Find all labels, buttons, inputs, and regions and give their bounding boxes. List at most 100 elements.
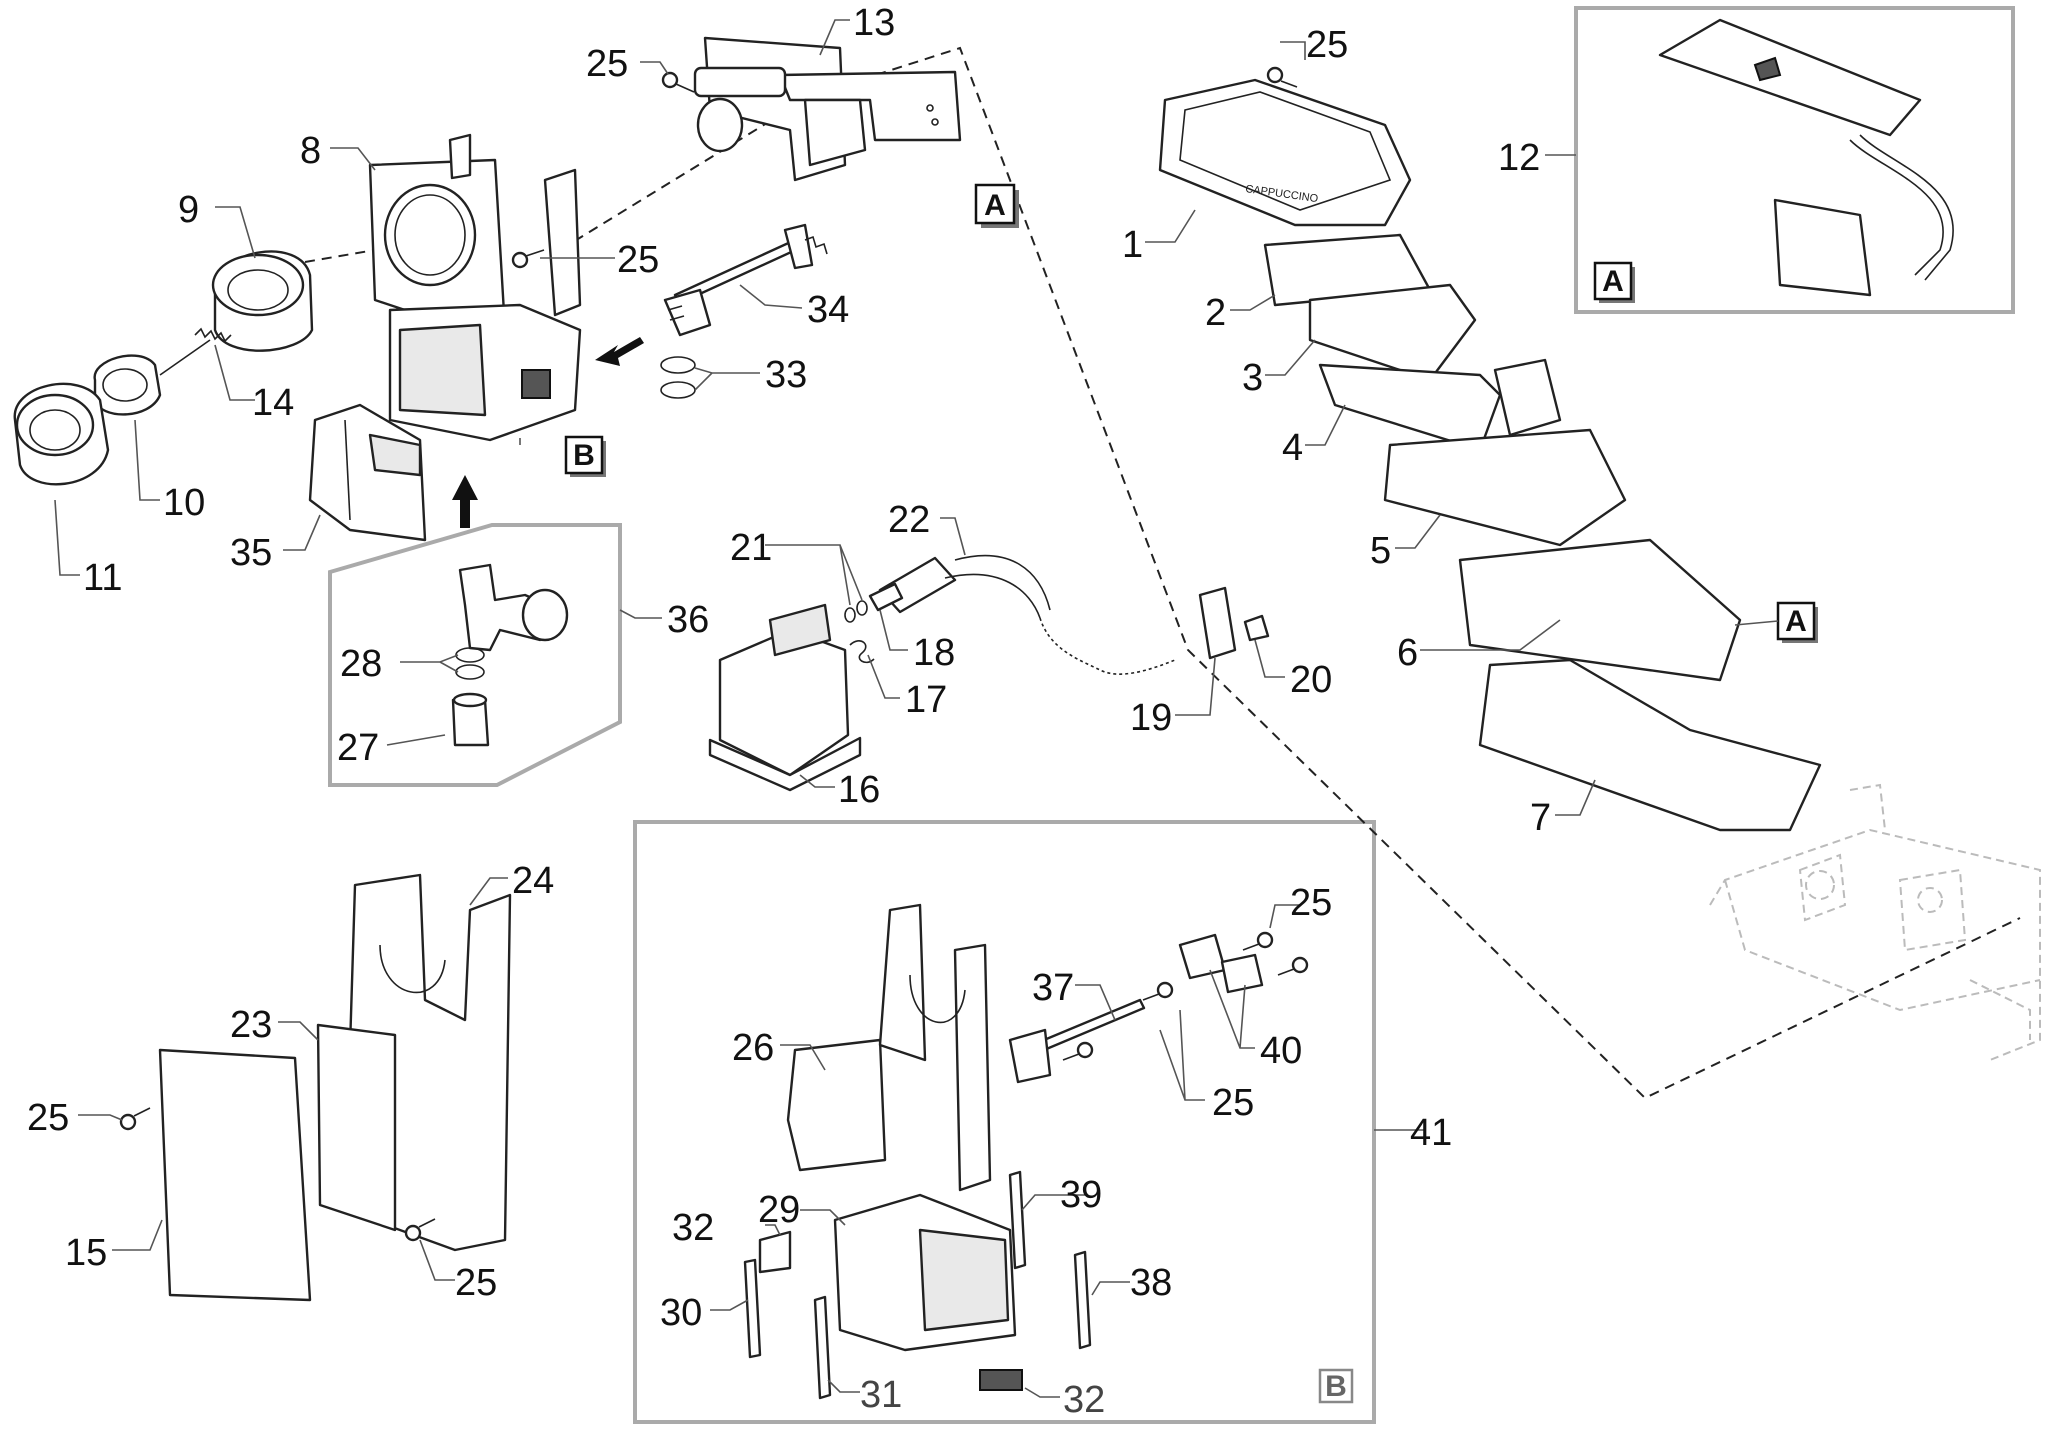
reference-tag-a-pcb: A (1593, 261, 1635, 303)
callout-19: 19 (1130, 697, 1172, 739)
callout-25-left: 25 (27, 1097, 69, 1139)
reference-tag-b-box: B (1318, 1368, 1354, 1404)
reference-tag-a-right: A (1776, 601, 1818, 643)
part-11-knob-cap (13, 382, 110, 486)
callout-16: 16 (838, 769, 880, 811)
detail-box-a (1574, 6, 2015, 314)
part-7-bottom-tray (1478, 658, 1822, 832)
callout-labels: 13 25 8 9 25 34 33 14 10 11 35 21 22 36 … (27, 2, 1551, 1421)
part-29-tray (833, 1193, 1017, 1352)
callout-2: 2 (1205, 292, 1226, 334)
part-clip-bar (448, 133, 582, 317)
callout-37: 37 (1032, 967, 1074, 1009)
part-3-tray (1308, 283, 1477, 382)
part-38-strip (1073, 1250, 1092, 1350)
callout-35: 35 (230, 532, 272, 574)
part-33-o-rings (660, 356, 696, 399)
ghost-machine-outline (1709, 783, 2041, 1061)
callout-14: 14 (252, 382, 294, 424)
part-18-nozzle (868, 582, 904, 612)
part-23-plate (316, 1023, 397, 1232)
svg-text:A: A (1602, 265, 1624, 298)
callout-25-bottom: 25 (455, 1262, 497, 1304)
callout-12: 12 (1498, 137, 1540, 179)
arrow-left-indicator (595, 337, 644, 366)
callout-6: 6 (1397, 632, 1418, 674)
part-5-frame (1383, 428, 1627, 547)
callout-30: 30 (660, 1292, 702, 1334)
callout-24: 24 (512, 860, 554, 902)
callout-23: 23 (230, 1004, 272, 1046)
part-40-brackets (1178, 933, 1264, 994)
detail-box-36 (328, 523, 622, 787)
leader-lines (54, 19, 1779, 1398)
callout-25-panel: 25 (617, 239, 659, 281)
callout-25-box: 25 (1212, 1082, 1254, 1124)
callout-28: 28 (340, 643, 382, 685)
callout-40: 40 (1260, 1030, 1302, 1072)
callout-32: 32 (672, 1207, 714, 1249)
callout-13: 13 (853, 2, 895, 44)
callout-25-top: 25 (586, 43, 628, 85)
part-9-knob-collar (211, 250, 314, 352)
part-17-clip (849, 640, 875, 664)
part-21-seals (844, 600, 868, 623)
callout-26: 26 (732, 1027, 774, 1069)
callout-22: 22 (888, 499, 930, 541)
callout-4: 4 (1282, 427, 1303, 469)
callout-36: 36 (667, 599, 709, 641)
callout-20: 20 (1290, 659, 1332, 701)
part-14-spring (194, 327, 232, 343)
callout-15: 15 (65, 1232, 107, 1274)
part-35-drip-cover (308, 403, 427, 542)
part-12-pcb (1658, 18, 1954, 297)
callout-31: 31 (860, 1374, 902, 1416)
reference-tag-b-housing: B (564, 435, 606, 477)
callout-7: 7 (1530, 797, 1551, 839)
arrow-up-indicator (452, 475, 478, 528)
part-20-screw (1243, 614, 1270, 642)
callout-39: 39 (1060, 1174, 1102, 1216)
part-26-housing (786, 903, 992, 1192)
part-30-strip (743, 1258, 762, 1359)
part-15-door (158, 1048, 312, 1302)
callout-21: 21 (730, 527, 772, 569)
part-1-top-cover: CAPPUCCINO (1158, 78, 1412, 227)
part-6-base-plate (1458, 538, 1742, 682)
reference-tag-a-top: A (974, 183, 1019, 228)
part-31-strip (813, 1295, 832, 1400)
dashed-outline (859, 46, 2021, 1100)
callout-29: 29 (758, 1189, 800, 1231)
callout-1: 1 (1122, 224, 1143, 266)
dashed-link-13 (559, 114, 781, 251)
part-4-board-frame (1318, 358, 1562, 452)
callout-33: 33 (765, 354, 807, 396)
callout-11: 11 (83, 557, 122, 599)
svg-text:B: B (573, 439, 595, 472)
callout-5: 5 (1370, 530, 1391, 572)
part-28-o-rings (455, 647, 485, 680)
svg-text:B: B (1325, 1370, 1347, 1403)
screw-icons (119, 66, 1309, 1242)
callout-3: 3 (1242, 357, 1263, 399)
part-27-cap (451, 692, 490, 747)
detail-box-b-assembly (633, 820, 1376, 1424)
part-8-front-panel (368, 158, 507, 337)
callout-34: 34 (807, 289, 849, 331)
part-32-label (758, 1230, 792, 1274)
callout-17: 17 (905, 679, 947, 721)
callout-27: 27 (337, 727, 379, 769)
part-10-knob (93, 339, 211, 416)
part-39-strip (1008, 1170, 1027, 1270)
part-34-pipe (663, 223, 828, 337)
callout-18: 18 (913, 632, 955, 674)
svg-text:A: A (984, 189, 1006, 222)
part-16-pump (708, 603, 862, 792)
callout-32-grille: 32 (1063, 1379, 1105, 1421)
part-19-bracket (1198, 586, 1237, 660)
svg-text:A: A (1785, 605, 1807, 638)
callout-38: 38 (1130, 1262, 1172, 1304)
callout-10: 10 (163, 482, 205, 524)
part-37-pipe (1008, 998, 1146, 1084)
